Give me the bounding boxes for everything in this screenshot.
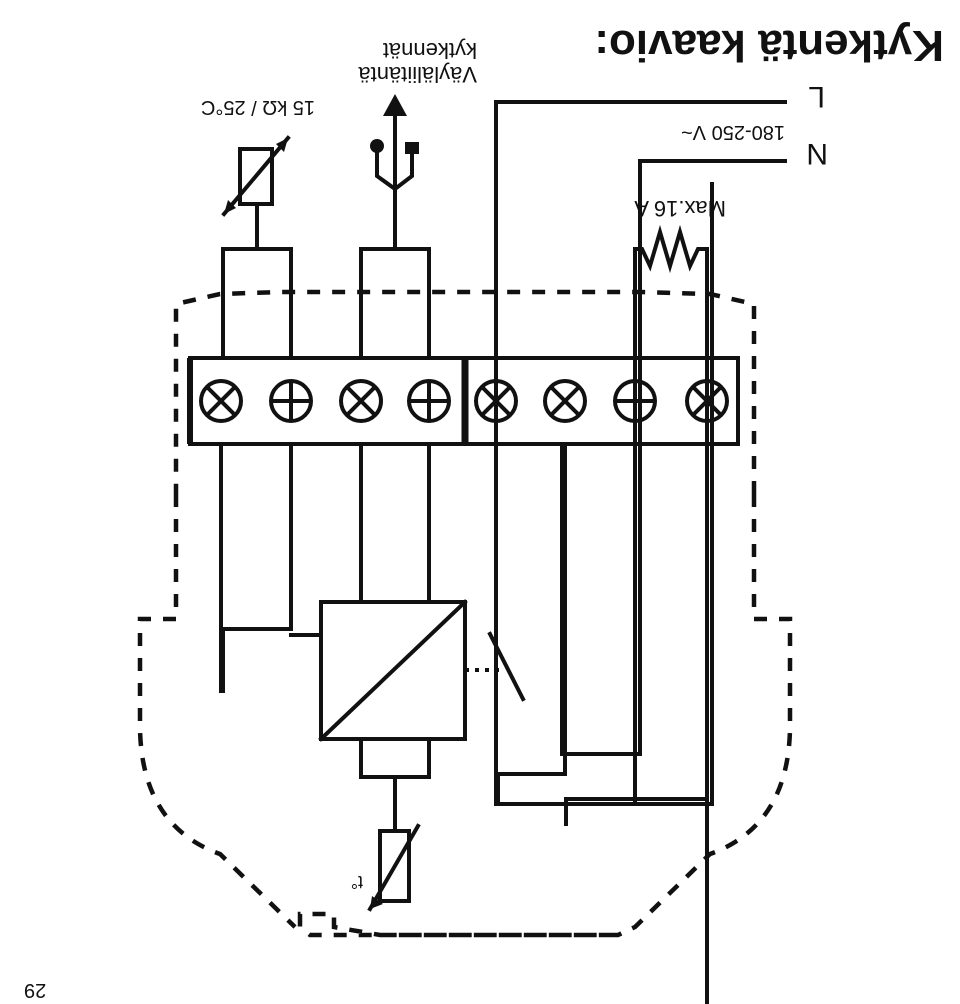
screw-terminal-icon — [407, 379, 451, 423]
bus-label-line1: Väyläliitäntä — [358, 62, 477, 87]
terminal-enclosure — [173, 289, 757, 494]
temp-symbol: t° — [351, 872, 363, 892]
load-label: Max.16 A — [634, 196, 726, 221]
thermistor-icon — [367, 823, 421, 912]
screw-terminal-icon — [269, 379, 313, 423]
page-number: 29 — [24, 979, 46, 1001]
voltage-label: 180-250 V~ — [681, 121, 785, 143]
page-title: Kytkentä kaavio: — [594, 21, 944, 70]
bus-wire-box — [359, 247, 431, 360]
supply-wire-neutral-run — [560, 159, 787, 756]
screw-terminal-icon — [339, 379, 383, 423]
wire-relay-l — [496, 442, 567, 806]
sensor-wire-box — [221, 247, 293, 360]
screw-terminal-icon — [199, 379, 243, 423]
neutral-label: N — [806, 137, 828, 170]
relay-switch-contact — [487, 631, 526, 702]
housing-top-outline — [137, 494, 297, 929]
sensor-spec-label: 15 kΩ / 25°C — [201, 96, 315, 118]
supply-wire-live — [494, 100, 787, 186]
usb-icon — [370, 94, 419, 192]
live-label: L — [808, 80, 825, 113]
wire-out-1 — [221, 442, 293, 693]
screw-terminal-icon — [543, 379, 587, 423]
relay-wire-bottom — [494, 182, 714, 806]
controller-diagonal — [318, 599, 468, 742]
resistor-icon — [633, 224, 709, 274]
internal-sensor-box — [359, 737, 431, 779]
housing-outline — [297, 494, 793, 938]
bus-label-line2: kytkennät — [383, 38, 477, 63]
sensor-thermistor-icon — [221, 135, 291, 217]
